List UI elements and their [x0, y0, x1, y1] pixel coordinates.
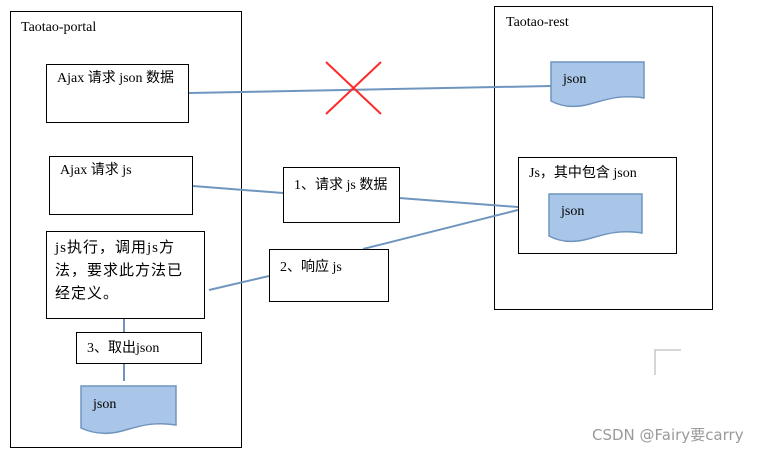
rest-inner-json-document-icon — [548, 193, 643, 243]
js-exec-label: js执行，调用js方法，要求此方法已经定义。 — [55, 240, 184, 302]
ajax-js-request-label: Ajax 请求 js — [60, 163, 132, 178]
watermark: CSDN @Fairy要carry — [592, 426, 744, 444]
js-response-line-a — [362, 209, 519, 250]
corner-mark — [654, 349, 681, 375]
js-contains-json-box: Js，其中包含 json — [518, 157, 677, 254]
rest-title: Taotao-rest — [506, 15, 569, 30]
js-contains-json-label: Js，其中包含 json — [529, 166, 637, 181]
portal-json-document-icon — [80, 385, 177, 435]
json-request-line — [188, 85, 552, 94]
response-js-step-box: 2、响应 js — [269, 249, 389, 302]
take-json-label: 3、取出json — [87, 341, 160, 356]
js-request-line-a — [192, 185, 284, 194]
portal-title: Taotao-portal — [21, 20, 97, 35]
blocked-cross-b — [325, 61, 382, 115]
response-js-step-label: 2、响应 js — [280, 260, 342, 275]
ajax-json-request-label: Ajax 请求 json 数据 — [57, 71, 175, 86]
js-exec-box: js执行，调用js方法，要求此方法已经定义。 — [46, 231, 205, 319]
js-response-line-b — [208, 275, 270, 291]
ajax-js-request-box: Ajax 请求 js — [49, 156, 193, 215]
rest-json-doc-label: json — [563, 72, 587, 87]
request-js-step-label: 1、请求 js 数据 — [294, 178, 388, 193]
rest-json-document-icon — [550, 61, 645, 108]
rest-inner-json-doc-label: json — [561, 204, 585, 219]
js-request-line-b — [398, 197, 519, 208]
ajax-json-request-box: Ajax 请求 json 数据 — [46, 64, 189, 123]
portal-json-doc-label: json — [93, 397, 117, 412]
take-json-box: 3、取出json — [76, 332, 202, 364]
request-js-step-box: 1、请求 js 数据 — [283, 167, 400, 223]
